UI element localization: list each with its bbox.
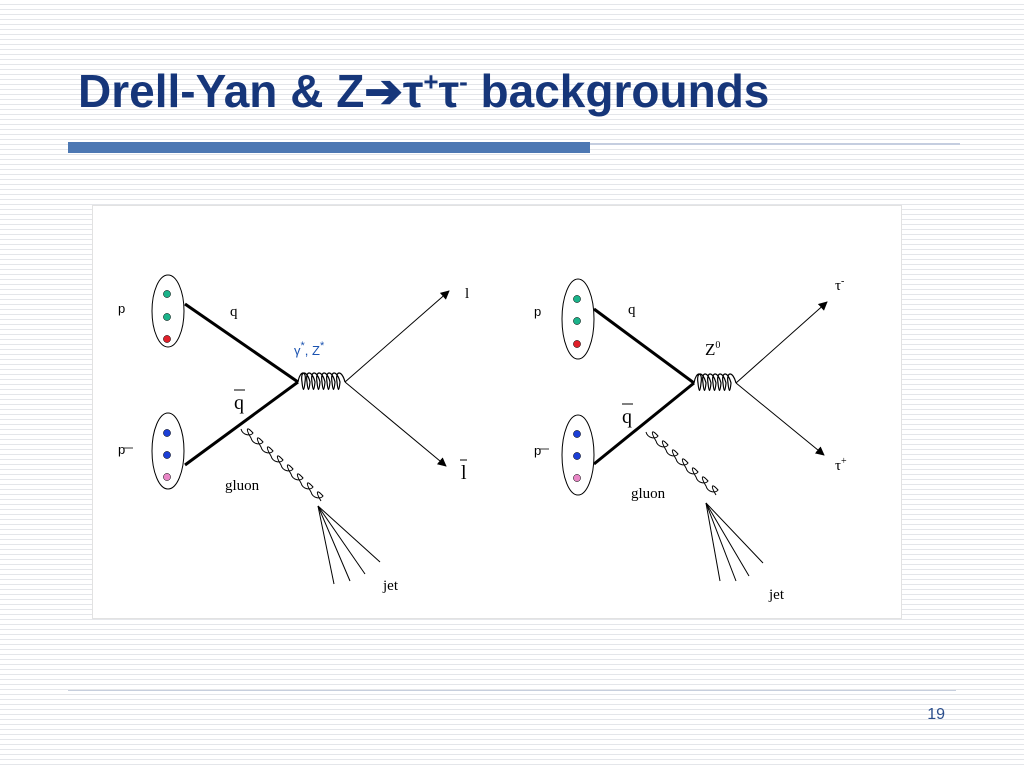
proton-label: p <box>534 304 541 319</box>
right-arrow-icon: ➔ <box>364 65 403 117</box>
title-accent-bar <box>68 142 590 153</box>
boson-label-gamma: γ*, Z* <box>294 340 325 358</box>
antiquark-line <box>184 380 299 467</box>
feynman-figure: p p q q γ*, Z* l l gluon jet <box>92 205 902 619</box>
title-minus-sign: - <box>459 66 468 97</box>
antiquark-label: q <box>234 392 244 414</box>
jet-label: jet <box>768 587 785 603</box>
antiquark-dot-1 <box>163 429 171 437</box>
title-tau-plus: τ <box>402 65 424 117</box>
quark-line <box>184 302 299 384</box>
quark-label: q <box>230 304 238 320</box>
quark-dot-1 <box>573 295 581 303</box>
lepton-label: l <box>465 286 469 302</box>
quark-dot-1 <box>163 290 171 298</box>
lepton-line <box>344 290 450 383</box>
quark-label: q <box>628 302 636 318</box>
antiquark-line <box>593 381 695 466</box>
antiproton-ellipse <box>151 412 185 490</box>
gluon-emission <box>240 428 324 502</box>
antiquark-dot-1 <box>573 430 581 438</box>
gluon-label: gluon <box>631 486 666 502</box>
footer-divider <box>68 690 956 691</box>
title-text-end: backgrounds <box>467 65 770 117</box>
tau-minus-label: τ- <box>835 276 844 294</box>
boson-label: Z0 <box>705 340 720 359</box>
tau-plus-line <box>735 382 825 456</box>
antiproton-label: p <box>118 442 125 457</box>
gluon-label: gluon <box>225 478 260 494</box>
quark-line <box>593 307 695 385</box>
title-tau-minus: τ <box>438 65 460 117</box>
antiquark-dot-2 <box>573 452 581 460</box>
quark-dot-2 <box>573 317 581 325</box>
jet-spray <box>705 502 764 582</box>
slide-title: Drell-Yan & Z➔τ+τ- backgrounds <box>78 58 769 124</box>
antiquark-dot-2 <box>163 451 171 459</box>
title-text-start: Drell-Yan & Z <box>78 65 365 117</box>
feynman-diagrams: p p q q γ*, Z* l l gluon jet <box>118 274 847 603</box>
drell-yan-diagram: p p q q γ*, Z* l l gluon jet <box>118 274 469 594</box>
photon-z-propagator <box>297 372 346 391</box>
quark-dot-3 <box>163 335 171 343</box>
z-tautau-diagram: p p q q Z0 τ- τ+ gluon jet <box>534 276 847 603</box>
antiproton-ellipse <box>561 414 595 496</box>
quark-dot-2 <box>163 313 171 321</box>
antiproton-label: p <box>534 443 541 458</box>
antiquark-label: q <box>622 406 632 428</box>
tau-plus-label: τ+ <box>835 456 847 474</box>
gluon-emission <box>645 431 719 496</box>
z-propagator <box>693 373 737 392</box>
proton-ellipse <box>561 278 595 360</box>
quark-dot-3 <box>573 340 581 348</box>
antilepton-line <box>344 381 447 467</box>
jet-label: jet <box>382 578 399 594</box>
page-number: 19 <box>927 706 945 723</box>
antiquark-dot-3 <box>163 473 171 481</box>
jet-spray <box>317 505 381 585</box>
title-plus-sign: + <box>423 66 439 97</box>
proton-ellipse <box>151 274 185 348</box>
antilepton-label: l <box>461 462 467 484</box>
antiquark-dot-3 <box>573 474 581 482</box>
proton-label: p <box>118 301 125 316</box>
tau-minus-line <box>735 301 828 384</box>
